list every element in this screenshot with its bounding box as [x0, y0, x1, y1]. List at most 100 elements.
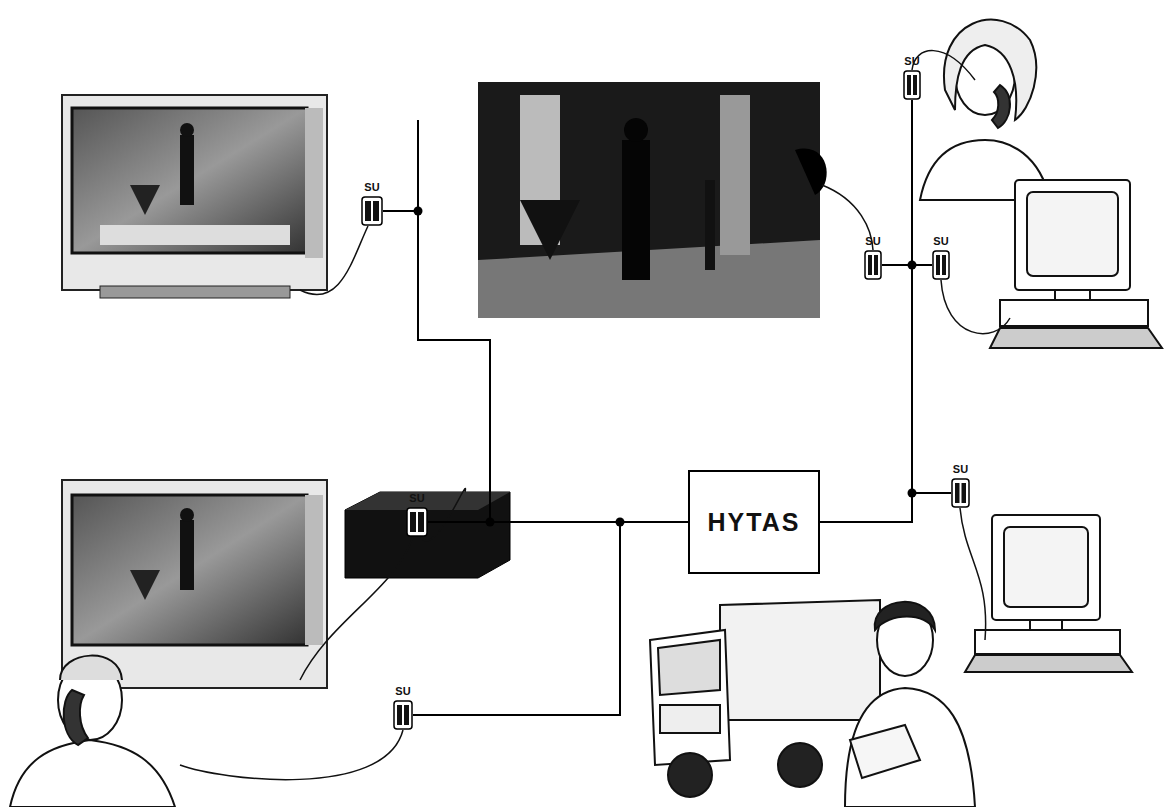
socket-unit: SU: [951, 478, 970, 508]
socket-label: SU: [395, 685, 410, 697]
bus-connector: [413, 522, 688, 715]
socket-label: SU: [904, 55, 919, 67]
socket-contact: [907, 75, 911, 95]
connectors: [383, 100, 951, 715]
monitor-stand: [1055, 290, 1090, 300]
factory-photo: [478, 82, 827, 318]
tv-screen: [72, 495, 307, 645]
tv-cabinet: [62, 95, 327, 290]
socket-outline: [407, 508, 427, 536]
socket-contact: [373, 201, 379, 221]
socket-contact: [955, 483, 960, 503]
person-hair: [60, 656, 122, 680]
tv-figure: [180, 135, 194, 205]
truck-trailer: [720, 600, 880, 720]
photo-frame: [478, 82, 820, 318]
photo-figure-head: [624, 118, 648, 142]
junctions: [414, 207, 917, 527]
tv-screen: [72, 108, 307, 253]
box-label: HYTAS: [708, 508, 801, 537]
device-cord: [180, 730, 403, 780]
socket-contact: [404, 705, 409, 725]
socket-contact: [397, 705, 402, 725]
socket-label: SU: [865, 235, 880, 247]
socket-contact: [874, 255, 878, 275]
person-hair: [944, 20, 1036, 120]
socket-outline: [904, 71, 920, 99]
keyboard: [990, 328, 1162, 348]
socket-contact: [962, 483, 967, 503]
truck: [650, 600, 880, 797]
socket-outline: [933, 251, 949, 279]
socket-outline: [865, 251, 881, 279]
computer: [990, 180, 1162, 348]
socket-symbol: [864, 250, 882, 280]
truck-windshield: [658, 640, 720, 695]
truck-wheel: [778, 743, 822, 787]
photo-column: [720, 95, 750, 255]
tv-side: [305, 495, 323, 645]
tv-object: [130, 185, 160, 215]
bus-connector: [820, 265, 912, 522]
photo-object: [520, 200, 580, 260]
socket-contact: [410, 512, 416, 532]
bus-connector: [820, 100, 912, 522]
monitor-stand: [1030, 620, 1062, 630]
monitor-screen: [1027, 192, 1118, 276]
switch-box: HYTAS: [688, 470, 820, 574]
socket-symbol: [393, 700, 413, 730]
video-recorder: [345, 492, 510, 578]
socket-label: SU: [409, 492, 424, 504]
tv-floor: [100, 225, 290, 245]
woman-on-phone: [920, 20, 1050, 200]
socket-outline: [362, 197, 382, 225]
socket-unit: SU: [903, 70, 921, 100]
socket-label: SU: [364, 181, 379, 193]
socket-symbol: [932, 250, 950, 280]
bus-connector: [820, 265, 932, 522]
socket-unit: SU: [932, 250, 950, 280]
device-cord: [941, 280, 1010, 334]
socket-symbol: [361, 196, 383, 226]
photo-figure: [705, 180, 715, 270]
truck-grille: [660, 705, 720, 733]
television: [62, 95, 327, 298]
computer: [965, 515, 1132, 672]
tv-figure: [180, 520, 194, 590]
monitor: [1015, 180, 1130, 290]
vcr-body: [345, 492, 510, 578]
keyboard: [965, 655, 1132, 672]
device-cord: [300, 226, 368, 295]
socket-outline: [952, 479, 969, 507]
telephone-handset: [64, 690, 88, 745]
system-unit: [975, 630, 1120, 654]
socket-unit: SU: [361, 196, 383, 226]
socket-symbol: [951, 478, 970, 508]
bus-line: [417, 120, 419, 211]
socket-unit: SU: [864, 250, 882, 280]
man-on-phone: [10, 656, 175, 807]
socket-unit: SU: [406, 507, 428, 537]
socket-label: SU: [933, 235, 948, 247]
socket-contact: [868, 255, 872, 275]
system-unit: [1000, 300, 1148, 326]
tv-object: [130, 570, 160, 600]
tv-figure-head: [180, 508, 194, 522]
device-cord: [300, 537, 413, 680]
socket-outline: [394, 701, 412, 729]
socket-contact: [418, 512, 424, 532]
device-cords: [180, 51, 1010, 780]
person-hair: [875, 602, 935, 630]
man-with-clipboard: [845, 602, 975, 807]
socket-symbol: [406, 507, 428, 537]
bus-connector: [820, 493, 951, 522]
socket-contact: [913, 75, 917, 95]
telephone-handset: [992, 85, 1010, 128]
photo-telephone: [795, 149, 827, 195]
monitor-screen: [1004, 527, 1088, 607]
clipboard: [850, 725, 920, 778]
device-cord: [912, 51, 975, 80]
vcr-top: [345, 492, 510, 510]
socket-unit: SU: [393, 700, 413, 730]
